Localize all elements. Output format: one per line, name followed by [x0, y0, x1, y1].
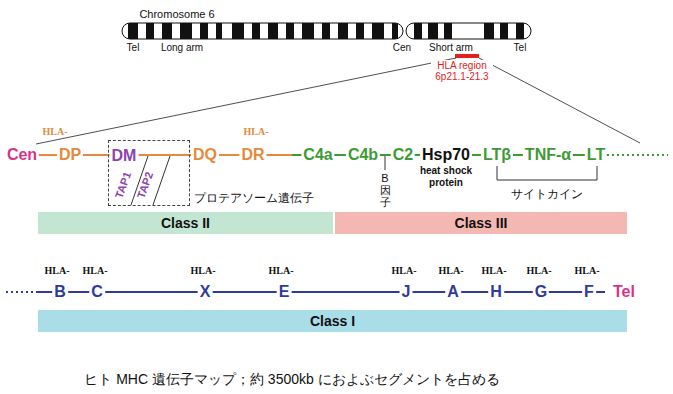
gene-label: F — [582, 283, 596, 301]
gene-label: C2 — [391, 146, 415, 164]
zoom-line — [36, 58, 456, 144]
gene-cluster-box: DM TAP1TAP2 — [108, 140, 190, 206]
hla-region-bar — [455, 54, 479, 58]
tap-line — [153, 156, 170, 205]
telomere-label: Tel — [127, 42, 140, 53]
arm-label: Short arm — [429, 42, 473, 53]
gene-prefix: HLA- — [191, 265, 216, 276]
gene-prefix: HLA- — [244, 126, 269, 137]
gene-prefix: HLA- — [575, 265, 600, 276]
gene-label: DQ — [191, 146, 219, 164]
class-i-line — [36, 291, 605, 293]
gene-label: Hsp70 — [420, 146, 472, 164]
gene-prefix: HLA- — [482, 265, 507, 276]
band-label: Class II — [161, 215, 210, 231]
gene-label: C4a — [301, 146, 334, 164]
gene-prefix: HLA- — [439, 265, 464, 276]
gene-label: LTβ — [481, 146, 513, 164]
centromere-end: Cen — [5, 146, 39, 164]
chromosome-title: Chromosome 6 — [139, 8, 214, 20]
gene-label: DR — [239, 146, 266, 164]
group-note: サイトカイン — [511, 186, 583, 203]
gene-label: B — [52, 283, 68, 301]
gene-label: C — [89, 283, 105, 301]
gene-label: DP — [57, 146, 83, 164]
band-label: Class I — [310, 313, 355, 329]
gene-prefix: HLA- — [527, 265, 552, 276]
gene-prefix: HLA- — [45, 265, 70, 276]
cytokine-bracket — [497, 166, 597, 180]
group-note: プロテアソーム遺伝子 — [194, 190, 314, 207]
gene-label: C4b — [346, 146, 380, 164]
zoom-line — [479, 58, 640, 143]
gene-label: H — [488, 283, 504, 301]
arm-label: Long arm — [161, 42, 203, 53]
gene-label: DM — [110, 147, 139, 165]
gene-label: G — [533, 283, 549, 301]
gene-label: TNF-α — [523, 146, 573, 164]
gene-prefix: HLA- — [83, 265, 108, 276]
gene-prefix: HLA- — [43, 126, 68, 137]
centromere-label: Cen — [393, 42, 411, 53]
continuation-line — [6, 291, 36, 293]
gene-label: TAP1 — [113, 170, 134, 200]
continuation-line — [607, 154, 668, 156]
class-band: Class I — [38, 310, 627, 332]
gene-label: LT — [585, 146, 607, 164]
gene-prefix: HLA- — [392, 265, 417, 276]
region-label: HLA region 6p21.1-21.3 — [431, 60, 493, 82]
gene-label: J — [400, 283, 413, 301]
chromosome-ideogram — [120, 20, 535, 42]
gene-label: X — [198, 283, 213, 301]
gene-note: heat shock protein — [415, 165, 477, 189]
class-band: Class III — [335, 212, 627, 234]
gene-label: TAP2 — [135, 170, 156, 200]
gene-note: B 因子 — [380, 172, 391, 208]
gene-label: E — [277, 283, 292, 301]
figure-caption: ヒト MHC 遺伝子マップ；約 3500kb におよぶセグメントを占める — [84, 371, 499, 389]
band-label: Class III — [455, 215, 508, 231]
gene-label: A — [445, 283, 461, 301]
gene-prefix: HLA- — [269, 265, 294, 276]
factor-b-line — [385, 156, 386, 170]
class-band: Class II — [38, 212, 333, 234]
telomere-label: Tel — [514, 42, 527, 53]
telomere-end: Tel — [613, 283, 635, 301]
